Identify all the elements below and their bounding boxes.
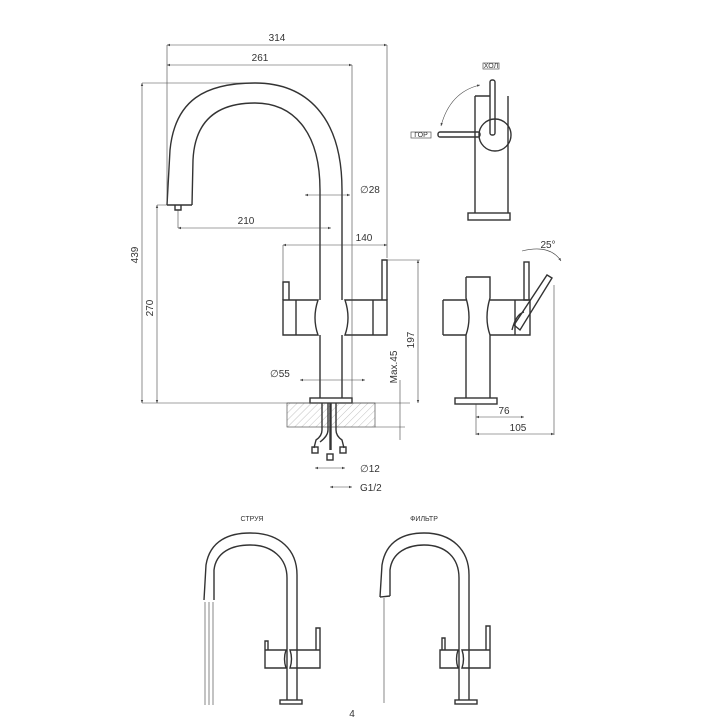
extension-lines [142, 45, 410, 404]
side-handle-knob [478, 118, 512, 152]
dim-tube-diameter: ∅28 [360, 185, 380, 196]
front-base [454, 397, 498, 405]
side-body [474, 95, 509, 213]
supply-hoses [313, 403, 345, 450]
angle-arc [521, 248, 562, 262]
body-column [319, 335, 343, 398]
dim-spout-reach: 210 [238, 216, 255, 227]
rotation-arrow [440, 84, 481, 127]
front-view: 25° 76 105 [442, 240, 562, 436]
dim-spout-width: 261 [252, 53, 269, 64]
hot-label-box [410, 131, 432, 139]
body-handles [282, 299, 388, 336]
stream-faucet-base [279, 699, 303, 705]
dim-depth-105: 105 [510, 423, 527, 434]
main-view: 314 261 439 270 210 140 197 Max.45 ∅28 ∅… [130, 33, 420, 494]
side-lever-vertical [489, 79, 496, 136]
stream-faucet-spout [203, 532, 298, 700]
cold-label-box [482, 62, 500, 70]
angle-label: 25° [540, 240, 555, 251]
side-base [467, 212, 511, 221]
front-lever-tilted [511, 274, 553, 332]
handle-levers [282, 259, 388, 300]
spout-outline [166, 82, 343, 300]
stream-water-lines [204, 602, 214, 705]
dim-overall-width: 314 [269, 33, 286, 44]
spout-tip [167, 204, 192, 211]
filter-faucet-handles [439, 625, 491, 669]
page-number: 4 [349, 709, 355, 720]
base-plate [309, 397, 353, 404]
stream-faucet-handles [264, 627, 321, 669]
dim-base-diameter: ∅55 [270, 369, 290, 380]
side-view: ХОЛ ГОР [410, 62, 512, 221]
front-handle-body [442, 299, 531, 336]
dim-thread: G1/2 [360, 483, 382, 494]
filter-faucet-base [454, 699, 478, 705]
dim-handles-width: 140 [356, 233, 373, 244]
mode-stream-label: СТРУЯ [241, 516, 264, 523]
filter-faucet-spout [379, 532, 470, 700]
dim-max-counter: Max.45 [389, 350, 400, 383]
hose-fitting-left [311, 446, 319, 454]
hose-fitting-center [326, 453, 334, 461]
mode-filter-label: ФИЛЬТР [410, 516, 438, 523]
hose-fitting-right [339, 446, 347, 454]
hot-label: ГОР [414, 132, 428, 139]
mode-filter-illustration: ФИЛЬТР [379, 516, 491, 705]
dim-body-height: 197 [406, 331, 417, 348]
side-lever-horizontal [437, 131, 481, 138]
dim-hose-diameter: ∅12 [360, 464, 380, 475]
mode-stream-illustration: СТРУЯ [203, 516, 321, 705]
front-lever-upright [523, 261, 530, 301]
cold-label: ХОЛ [484, 63, 499, 70]
dim-spout-height: 270 [145, 299, 156, 316]
dim-depth-76: 76 [498, 406, 510, 417]
dim-total-height: 439 [130, 246, 141, 263]
front-column [465, 276, 491, 398]
